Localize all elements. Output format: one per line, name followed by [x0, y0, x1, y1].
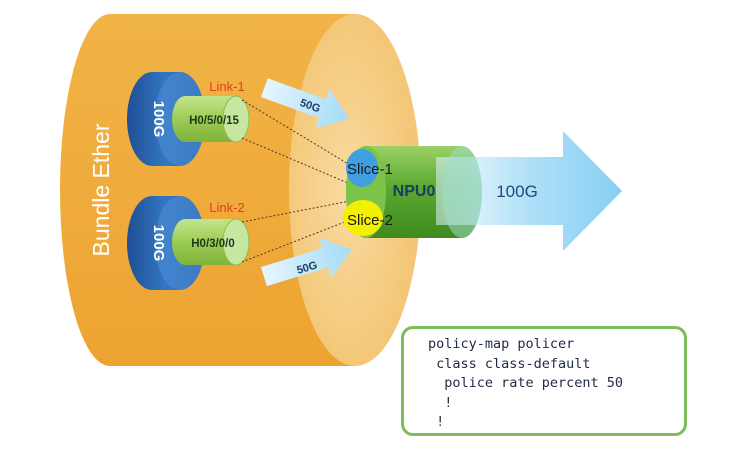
traffic-arrow-2	[260, 237, 352, 287]
output-arrow	[436, 131, 622, 251]
connector-line	[241, 217, 356, 263]
connector-line	[241, 137, 356, 187]
config-line: class class-default	[428, 355, 591, 372]
slice-2-label: Slice-2	[347, 212, 393, 229]
npu-label: NPU0	[393, 183, 436, 200]
config-line: !	[428, 394, 453, 411]
output-rate-label: 100G	[496, 182, 538, 201]
slice-1-marker	[346, 149, 378, 187]
port-speed-2: 100G	[150, 225, 167, 262]
output-arrow-shape	[436, 131, 622, 251]
link-label-2: Link-2	[209, 200, 244, 215]
interface-label-1: H0/5/0/15	[189, 115, 239, 127]
slice-2-marker	[343, 200, 383, 236]
config-line: !	[428, 414, 445, 430]
arrow-shape	[260, 78, 349, 129]
connector-line	[241, 199, 356, 223]
interface-face-1	[222, 95, 250, 143]
link-1-group: 100G H0/5/0/15 Link-1	[127, 72, 250, 166]
connector-line	[241, 99, 356, 169]
npu-front-face	[442, 146, 482, 238]
link-label-1: Link-1	[209, 79, 244, 94]
interface-face-2	[222, 218, 250, 266]
slice-1-label: Slice-1	[347, 161, 393, 178]
config-line: police rate percent 50	[428, 375, 624, 391]
interface-label-2: H0/3/0/0	[191, 238, 234, 250]
port-speed-1: 100G	[150, 101, 167, 138]
arrow-shape	[260, 237, 352, 287]
link-2-group: 100G H0/3/0/0 Link-2	[127, 196, 250, 290]
bundle-label: Bundle Ether	[88, 123, 114, 256]
traffic-label-2: 50G	[295, 259, 318, 277]
connector-lines	[241, 99, 356, 263]
config-line: policy-map policer	[428, 336, 575, 352]
traffic-arrow-1	[260, 78, 349, 129]
policy-config-box: policy-map policer class class-default p…	[401, 326, 687, 436]
